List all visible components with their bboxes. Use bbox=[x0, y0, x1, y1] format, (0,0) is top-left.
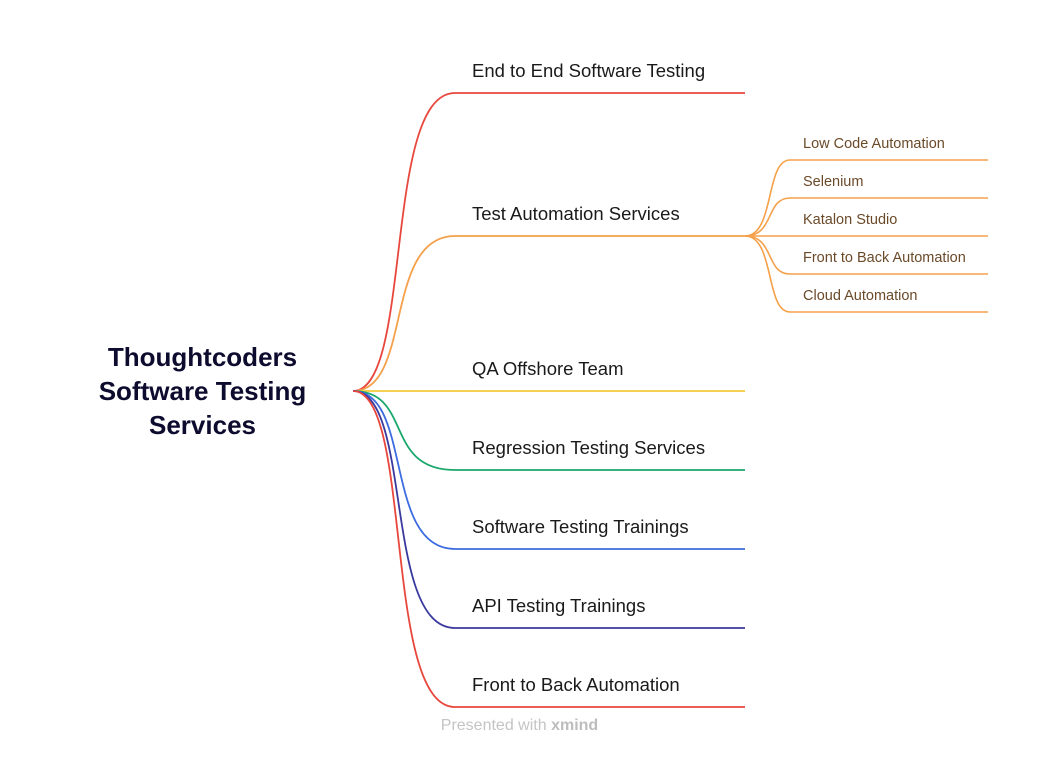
branch-connector-3 bbox=[352, 390, 745, 471]
subtopic-selenium[interactable]: Selenium bbox=[803, 174, 864, 190]
subtopic-connector-4 bbox=[744, 235, 988, 313]
branch-label-front-to-back[interactable]: Front to Back Automation bbox=[472, 674, 680, 695]
central-topic[interactable]: Thoughtcoders Software Testing Services bbox=[98, 342, 307, 440]
subtopic-low-code[interactable]: Low Code Automation bbox=[803, 136, 945, 152]
branch-connector-6 bbox=[352, 390, 745, 708]
branch-label-test-automation[interactable]: Test Automation Services bbox=[472, 203, 680, 224]
subtopic-cloud[interactable]: Cloud Automation bbox=[803, 288, 918, 304]
footer-prefix: Presented with bbox=[440, 717, 547, 734]
branch-connector-4 bbox=[352, 390, 745, 550]
xmind-logo: xmind bbox=[551, 717, 599, 734]
branch-label-end-to-end[interactable]: End to End Software Testing bbox=[472, 60, 706, 81]
subtopic-connector-3 bbox=[744, 235, 988, 275]
subtopic-katalon[interactable]: Katalon Studio bbox=[803, 212, 898, 228]
branch-label-qa-offshore[interactable]: QA Offshore Team bbox=[472, 358, 624, 379]
branch-connector-5 bbox=[352, 390, 745, 629]
subtopic-connector-1 bbox=[744, 197, 988, 237]
subtopic-connector-0 bbox=[744, 159, 988, 237]
subtopic-front-to-back[interactable]: Front to Back Automation bbox=[803, 250, 966, 266]
branch-label-api-trainings[interactable]: API Testing Trainings bbox=[472, 595, 646, 616]
presented-with-footer: Presented with xmind bbox=[0, 716, 1039, 736]
branch-connector-1 bbox=[352, 235, 745, 392]
branch-label-trainings[interactable]: Software Testing Trainings bbox=[472, 516, 689, 537]
branch-label-regression[interactable]: Regression Testing Services bbox=[472, 437, 706, 458]
branch-connector-0 bbox=[352, 92, 745, 392]
